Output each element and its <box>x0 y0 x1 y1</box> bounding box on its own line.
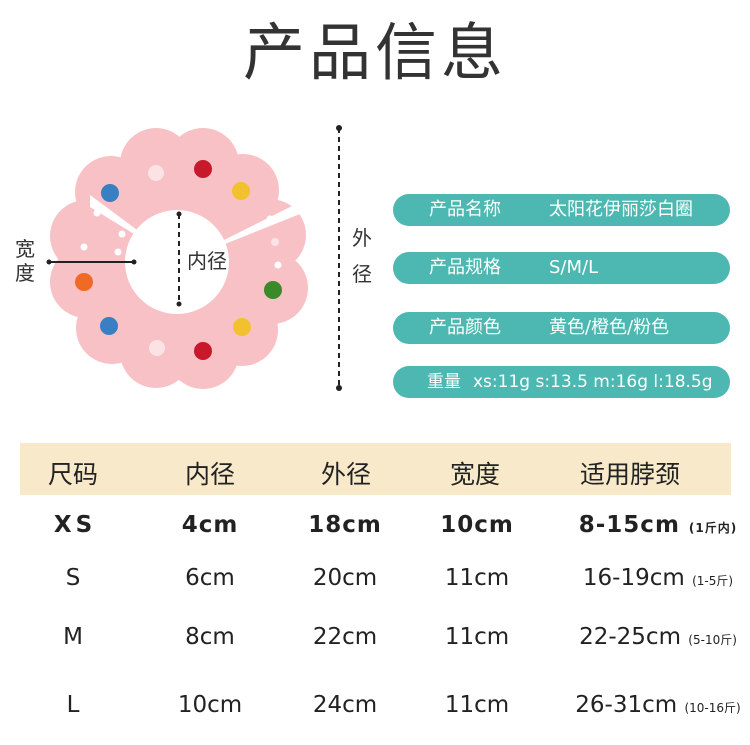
yellow-stud <box>232 182 250 200</box>
cell-inner: 8cm <box>185 624 235 650</box>
page-title: 产品信息 <box>242 16 507 89</box>
product-name-pill: 产品名称 太阳花伊丽莎白圈 <box>393 194 730 226</box>
width-label: 宽度 <box>15 237 35 285</box>
product-name-value: 太阳花伊丽莎白圈 <box>549 199 693 220</box>
cell-size: S <box>65 565 81 591</box>
table-row: L 10cm 24cm 11cm 26-31cm (10-16斤) <box>0 692 750 732</box>
collar-petals <box>50 128 308 389</box>
orange-stud <box>75 273 93 291</box>
cell-size: XS <box>53 512 97 538</box>
red-stud <box>194 160 212 178</box>
snap-hole <box>93 209 101 217</box>
snap-hole <box>266 215 274 223</box>
size-table-header: 尺码 内径 外径 宽度 适用脖颈 <box>20 443 731 495</box>
cell-neck: 26-31cm (10-16斤) <box>575 692 741 718</box>
table-row: XS 4cm 18cm 10cm 8-15cm (1斤内) <box>0 512 750 552</box>
cell-width: 11cm <box>444 565 510 591</box>
weight-label: 重量 <box>427 372 461 392</box>
product-color-value: 黄色/橙色/粉色 <box>549 317 670 338</box>
blue-stud <box>100 317 118 335</box>
cell-outer: 24cm <box>312 692 378 718</box>
cell-neck: 16-19cm (1-5斤) <box>582 565 734 591</box>
green-stud <box>264 281 282 299</box>
snap-button <box>148 165 164 181</box>
cell-inner: 4cm <box>181 512 239 538</box>
product-color-pill: 产品颜色 黄色/橙色/粉色 <box>393 312 730 344</box>
yellow-stud <box>233 318 251 336</box>
snap-hole <box>118 230 126 238</box>
snap-hole <box>114 248 122 256</box>
cell-inner: 6cm <box>185 565 235 591</box>
cell-neck: 8-15cm (1斤内) <box>578 512 738 538</box>
cell-neck: 22-25cm (5-10斤) <box>579 624 737 650</box>
snap-hole <box>271 238 279 246</box>
cell-outer: 18cm <box>308 512 382 538</box>
product-color-label: 产品颜色 <box>429 317 501 338</box>
product-spec-label: 产品规格 <box>429 257 501 278</box>
blue-stud <box>101 184 119 202</box>
cell-outer: 20cm <box>312 565 378 591</box>
product-spec-pill: 产品规格 S/M/L <box>393 252 730 284</box>
product-spec-value: S/M/L <box>549 257 599 278</box>
inner-diameter-label: 内径 <box>187 249 227 273</box>
table-row: M 8cm 22cm 11cm 22-25cm (5-10斤) <box>0 624 750 664</box>
cell-width: 11cm <box>444 692 510 718</box>
header-neck: 适用脖颈 <box>579 460 681 489</box>
cell-inner: 10cm <box>177 692 243 718</box>
header-width: 宽度 <box>449 460 501 489</box>
header-outer: 外径 <box>320 460 372 489</box>
header-size: 尺码 <box>47 460 99 489</box>
cell-width: 11cm <box>444 624 510 650</box>
cell-outer: 22cm <box>312 624 378 650</box>
table-row: S 6cm 20cm 11cm 16-19cm (1-5斤) <box>0 565 750 605</box>
red-stud <box>194 342 212 360</box>
snap-button <box>149 340 165 356</box>
cell-size: L <box>66 692 80 718</box>
weight-value: xs:11g s:13.5 m:16g l:18.5g <box>473 372 713 392</box>
collar-illustration <box>46 125 342 391</box>
snap-hole <box>80 243 88 251</box>
outer-diameter-label: 外径 <box>352 226 372 286</box>
product-name-label: 产品名称 <box>429 199 501 220</box>
cell-width: 10cm <box>440 512 514 538</box>
snap-hole <box>274 261 282 269</box>
cell-size: M <box>63 624 83 650</box>
weight-pill: 重量 xs:11g s:13.5 m:16g l:18.5g <box>393 366 730 398</box>
header-inner: 内径 <box>184 460 236 489</box>
